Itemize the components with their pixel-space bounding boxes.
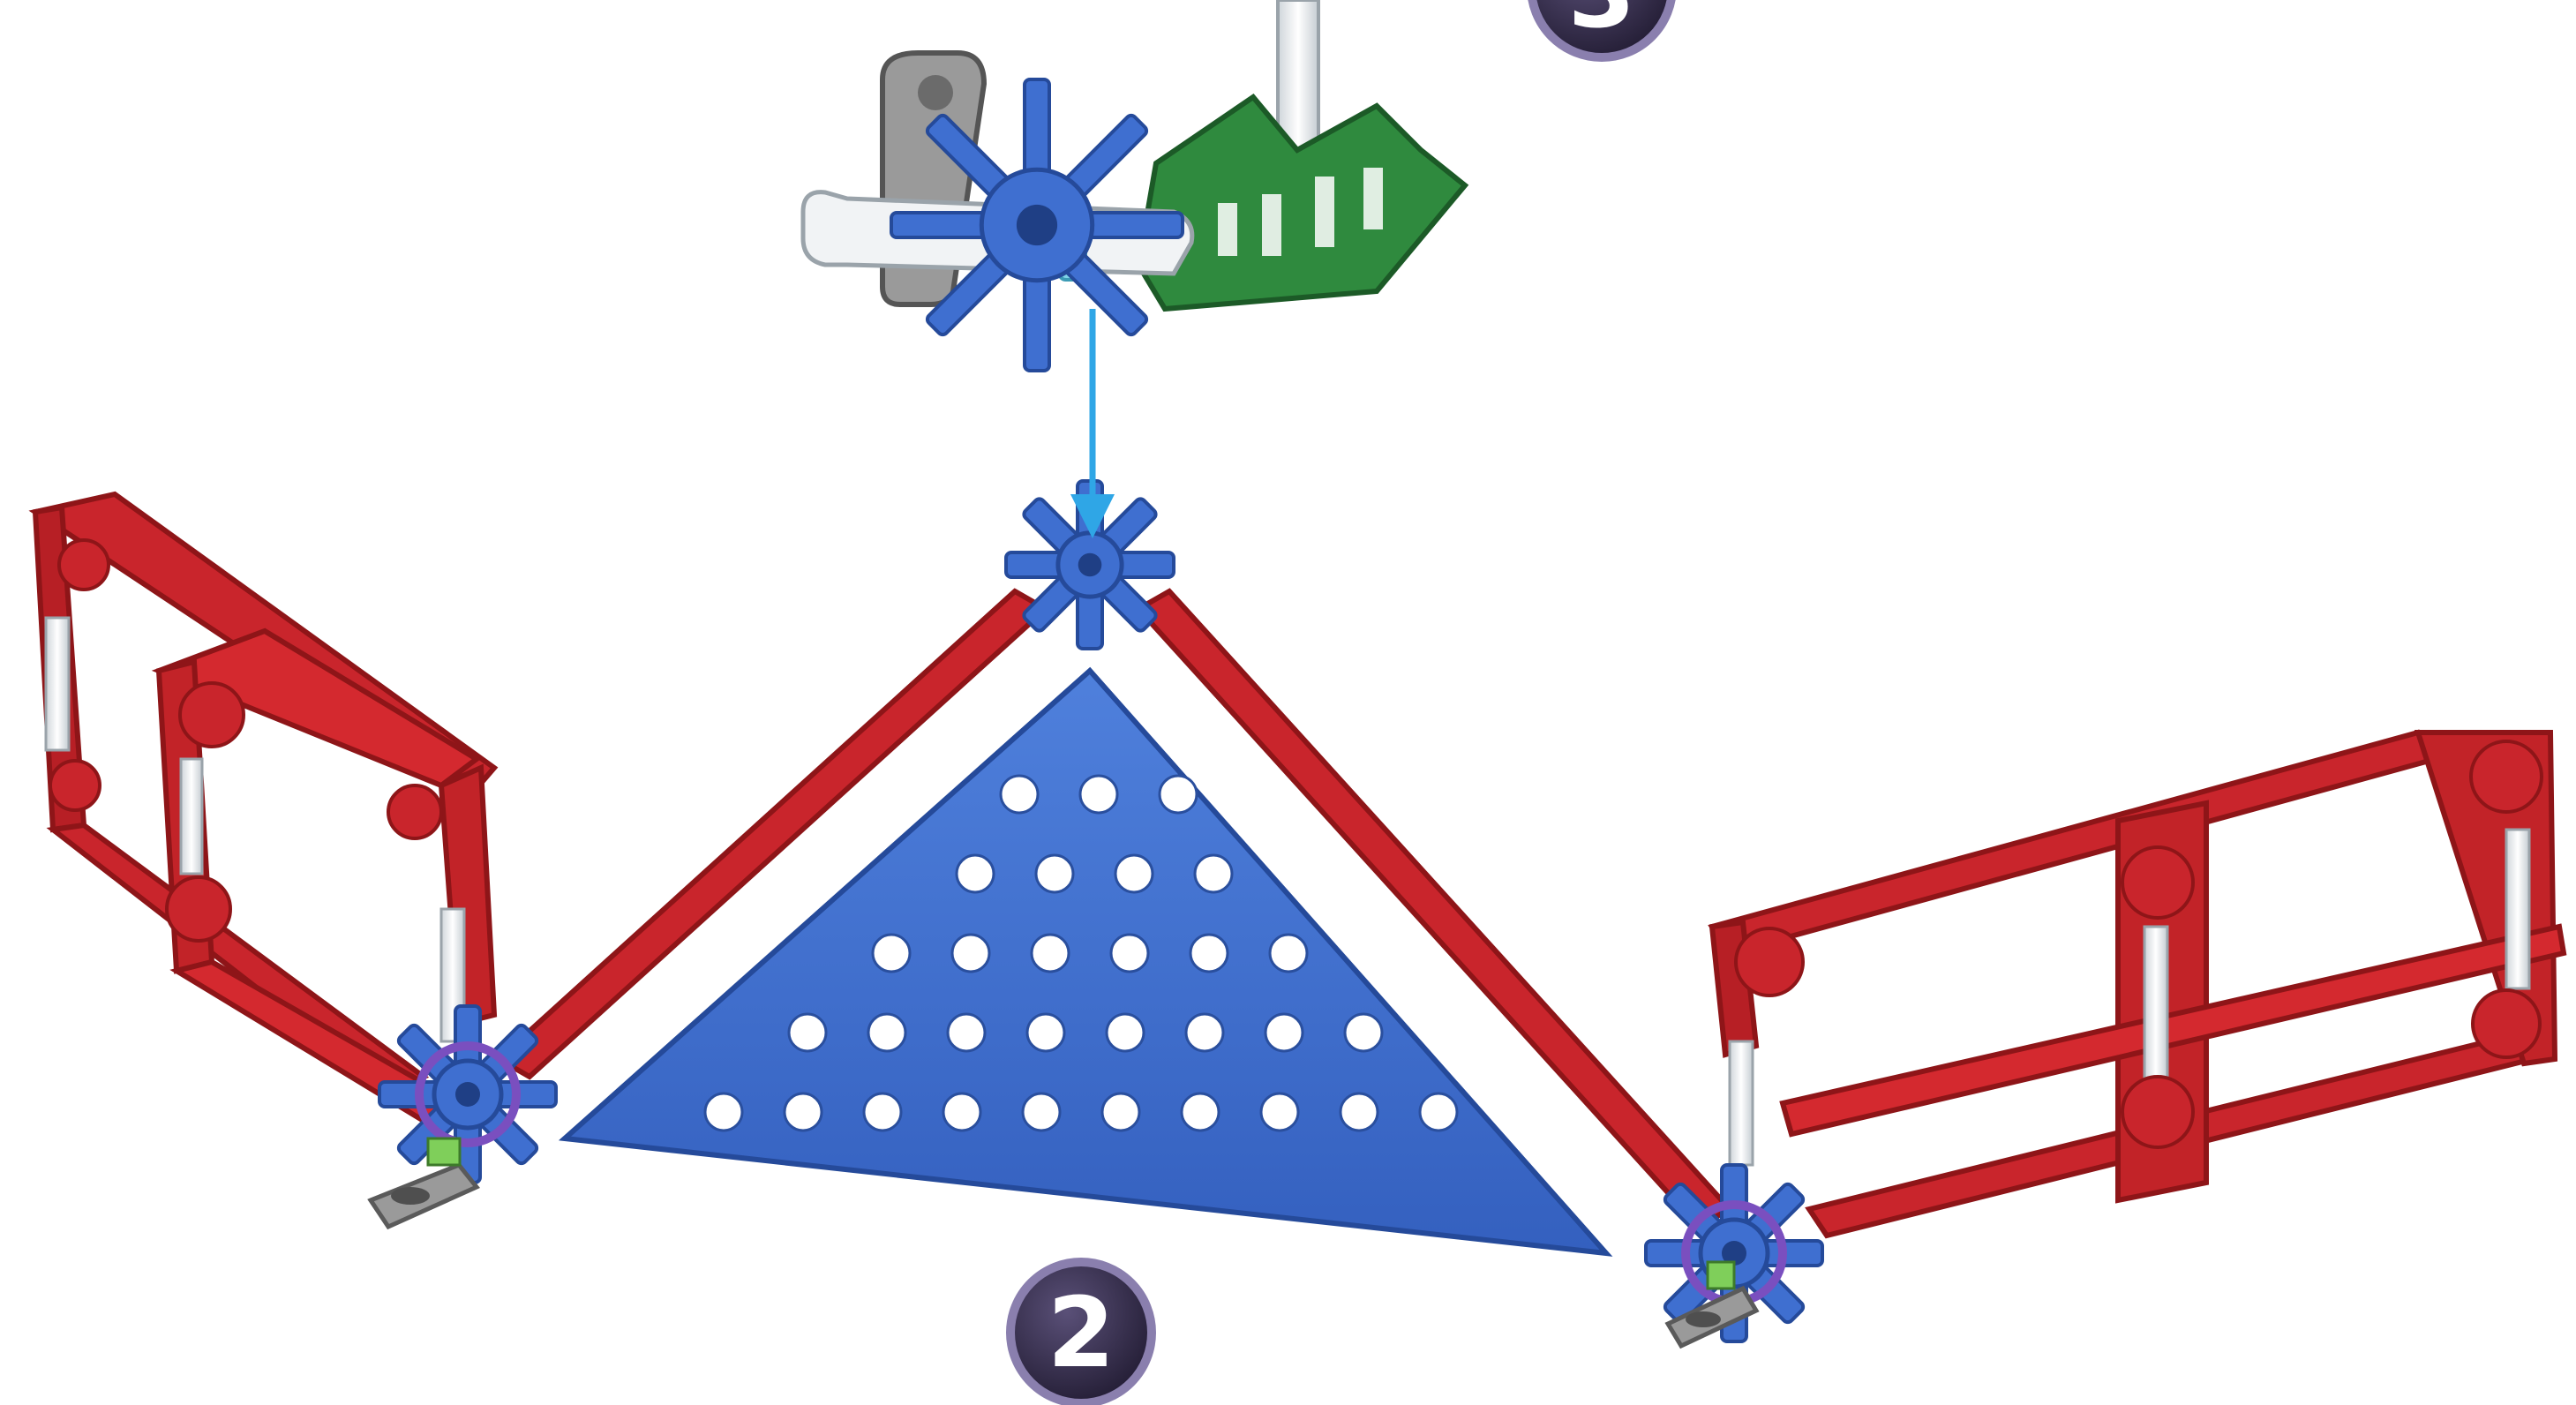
right-frame-connector (2473, 990, 2540, 1057)
panel-hole (1195, 855, 1232, 892)
panel-hole (789, 1014, 826, 1051)
hub-center-hole (1017, 205, 1057, 245)
panel-hole (1111, 935, 1148, 972)
right-frame-connector (1736, 928, 1803, 996)
panel-hole (1420, 1093, 1457, 1131)
panel-hole (864, 1093, 901, 1131)
hub-center-hole (1078, 553, 1102, 577)
step-badge-next: 3 (1531, 0, 1672, 57)
panel-hole (1186, 1014, 1223, 1051)
panel-hole (943, 1093, 980, 1131)
panel-hole (957, 855, 994, 892)
panel-hole (1261, 1093, 1298, 1131)
left-frame-connector (388, 785, 441, 838)
panel-hole (1341, 1093, 1378, 1131)
right-frame-connector (2122, 847, 2193, 918)
right-frame-white-rod (2506, 830, 2529, 988)
step-number-next: 3 (1568, 0, 1636, 49)
panel-hole (873, 935, 910, 972)
panel-hole (1270, 935, 1307, 972)
step-badge-current: 2 (1010, 1262, 1152, 1403)
left-red-frame (35, 494, 494, 1121)
panel-hole (948, 1014, 985, 1051)
panel-hole (1080, 776, 1117, 813)
left-frame-connector (59, 540, 109, 590)
panel-hole (1160, 776, 1197, 813)
panel-hole (785, 1093, 822, 1131)
arrow-down-icon (1070, 309, 1115, 538)
panel-hole (1032, 935, 1069, 972)
blue-triangle-panel (565, 671, 1606, 1253)
panel-hole (1036, 855, 1073, 892)
left-frame-connector (180, 683, 244, 747)
left-blue-hub-connector (379, 1006, 556, 1183)
top-subassembly (803, 0, 1465, 371)
panel-hole (1102, 1093, 1139, 1131)
panel-hole (705, 1093, 742, 1131)
right-frame-rail-top (1712, 733, 2436, 953)
panel-hole (1345, 1014, 1382, 1051)
right-frame-connector (2471, 741, 2542, 812)
panel-hole (1027, 1014, 1064, 1051)
right-red-frame (1712, 733, 2564, 1236)
panel-hole (1182, 1093, 1219, 1131)
step-number-current: 2 (1048, 1276, 1115, 1389)
axle-blue-hub-connector (891, 79, 1183, 371)
right-frame-white-rod (1730, 1041, 1753, 1165)
hub-center-hole (455, 1082, 480, 1107)
left-frame-connector (167, 877, 230, 941)
panel-hole (868, 1014, 905, 1051)
left-frame-connector (50, 761, 100, 810)
panel-hole (1107, 1014, 1144, 1051)
right-frame-connector (2122, 1077, 2193, 1147)
panel-hole (1001, 776, 1038, 813)
panel-hole (1023, 1093, 1060, 1131)
panel-hole (952, 935, 989, 972)
panel-hole (1190, 935, 1228, 972)
left-frame-white-rod-front (181, 759, 202, 874)
panel-hole (1115, 855, 1153, 892)
left-frame-white-rod (46, 618, 69, 750)
panel-hole (1265, 1014, 1303, 1051)
